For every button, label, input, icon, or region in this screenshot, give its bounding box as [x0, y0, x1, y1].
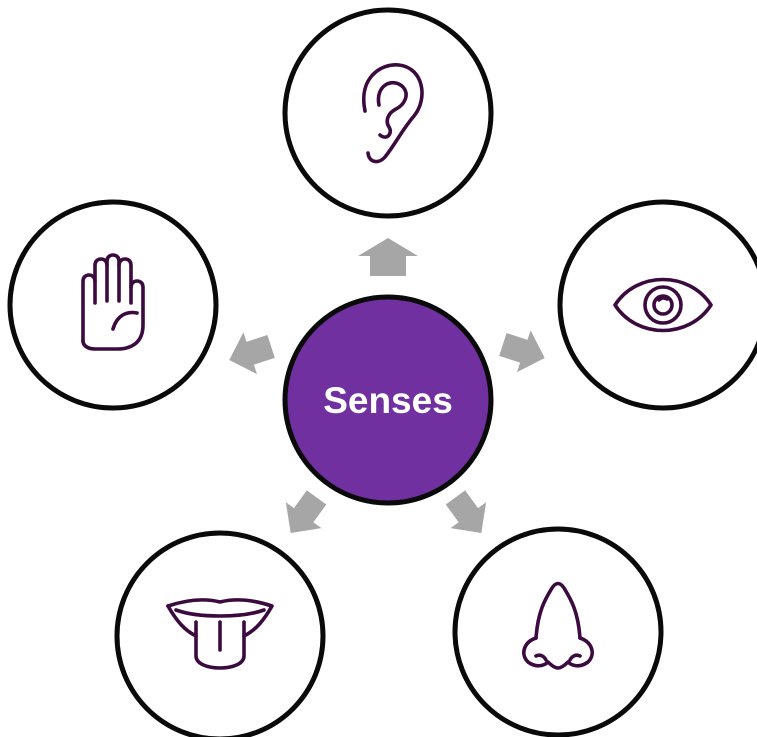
hand-icon [81, 253, 145, 351]
ear-ring [282, 7, 494, 219]
eye-ring [557, 199, 757, 411]
arrow-to-tongue [285, 490, 327, 534]
arrow-to-nose [445, 490, 487, 534]
arrow-to-ear [358, 238, 418, 276]
sense-node-nose [452, 526, 664, 737]
center-hub-circle [282, 294, 494, 506]
sense-node-ear [282, 7, 494, 219]
hand-ring [7, 199, 219, 411]
nose-icon [522, 581, 594, 670]
ear-icon [361, 63, 424, 164]
arrow-to-eye [499, 330, 545, 373]
eye-icon [613, 277, 713, 333]
sense-node-eye [557, 199, 757, 411]
arrows [229, 238, 545, 534]
arrow-to-hand [229, 332, 275, 375]
sense-node-tongue [114, 530, 326, 737]
sense-node-hand [7, 199, 219, 411]
center-label: Senses [323, 380, 453, 421]
center-hub: Senses [282, 294, 494, 506]
tongue-icon [166, 598, 274, 670]
nose-ring [452, 526, 664, 737]
